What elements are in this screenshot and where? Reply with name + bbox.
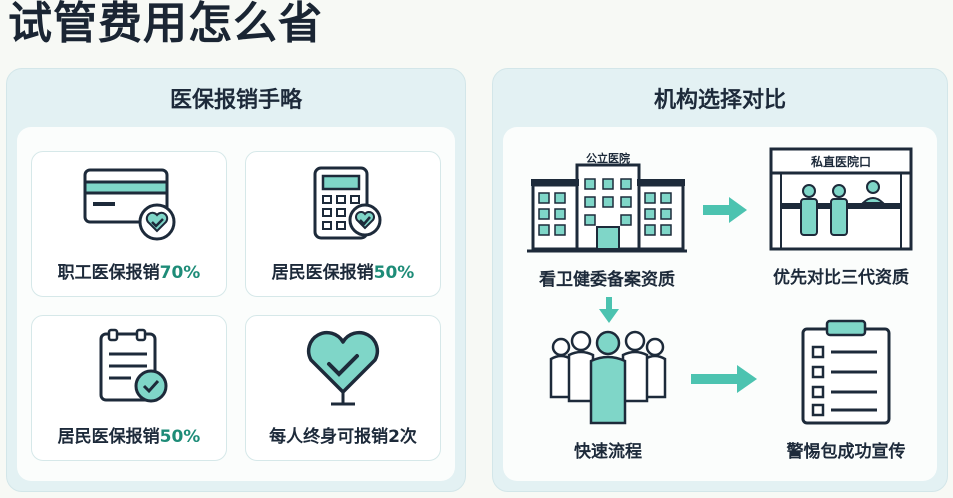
fast-process-label: 快速流程 — [574, 442, 642, 462]
arrow-down-icon — [599, 297, 619, 323]
institution-panel-heading: 机构选择对比 — [653, 88, 786, 113]
insurance-panel: 医保报销手略 职工医保报销70% — [6, 68, 466, 492]
card-percent: 50% — [373, 263, 415, 283]
clipboard-checklist-icon — [801, 319, 891, 425]
card-percent: 50% — [159, 427, 201, 447]
document-check-icon — [79, 328, 179, 412]
private-hospital-label: 优先对比三代资质 — [773, 268, 909, 288]
public-hospital: 公立医院 看卫健委备案资质 — [527, 145, 687, 290]
insurance-panel-body: 职工医保报销70% 居民医保报销50% — [17, 127, 455, 481]
page-title: 试管费用怎么省 — [8, 0, 323, 49]
card-resident-insurance-1: 居民医保报销50% — [245, 151, 441, 297]
group-people-icon — [549, 330, 667, 425]
card-label: 职工医保报销 — [57, 263, 160, 283]
card-label: 居民医保报销 — [57, 427, 160, 447]
insurance-panel-heading: 医保报销手略 — [169, 88, 302, 113]
card-lifetime-reimburse: 每人终身可报销2次 — [245, 315, 441, 461]
public-hospital-label: 看卫健委备案资质 — [539, 270, 675, 290]
card-percent: 70% — [159, 263, 201, 283]
private-hospital-sign: 私直医院口 — [810, 154, 871, 169]
institution-panel-body: 公立医院 看卫健委备案资质 私直医院口 — [503, 127, 937, 481]
fast-process: 快速流程 — [543, 327, 673, 462]
calculator-heart-icon — [293, 164, 393, 248]
heart-check-icon — [293, 328, 393, 412]
arrow-right-icon — [703, 197, 747, 223]
hospital-building-icon: 公立医院 — [527, 151, 687, 253]
card-label: 居民医保报销 — [271, 263, 374, 283]
public-hospital-sign: 公立医院 — [586, 151, 630, 165]
credit-card-heart-icon — [79, 164, 179, 248]
checklist-label: 警惕包成功宣传 — [786, 442, 906, 462]
arrow-right-icon — [691, 365, 757, 393]
card-resident-insurance-2: 居民医保报销50% — [31, 315, 227, 461]
checklist: 警惕包成功宣传 — [787, 319, 906, 462]
clinic-counter-icon: 私直医院口 — [769, 147, 913, 251]
card-employee-insurance: 职工医保报销70% — [31, 151, 227, 297]
private-hospital: 私直医院口 优先对比三代资质 — [761, 141, 921, 288]
institution-panel: 机构选择对比 — [492, 68, 948, 492]
card-label: 每人终身可报销2次 — [269, 427, 417, 447]
